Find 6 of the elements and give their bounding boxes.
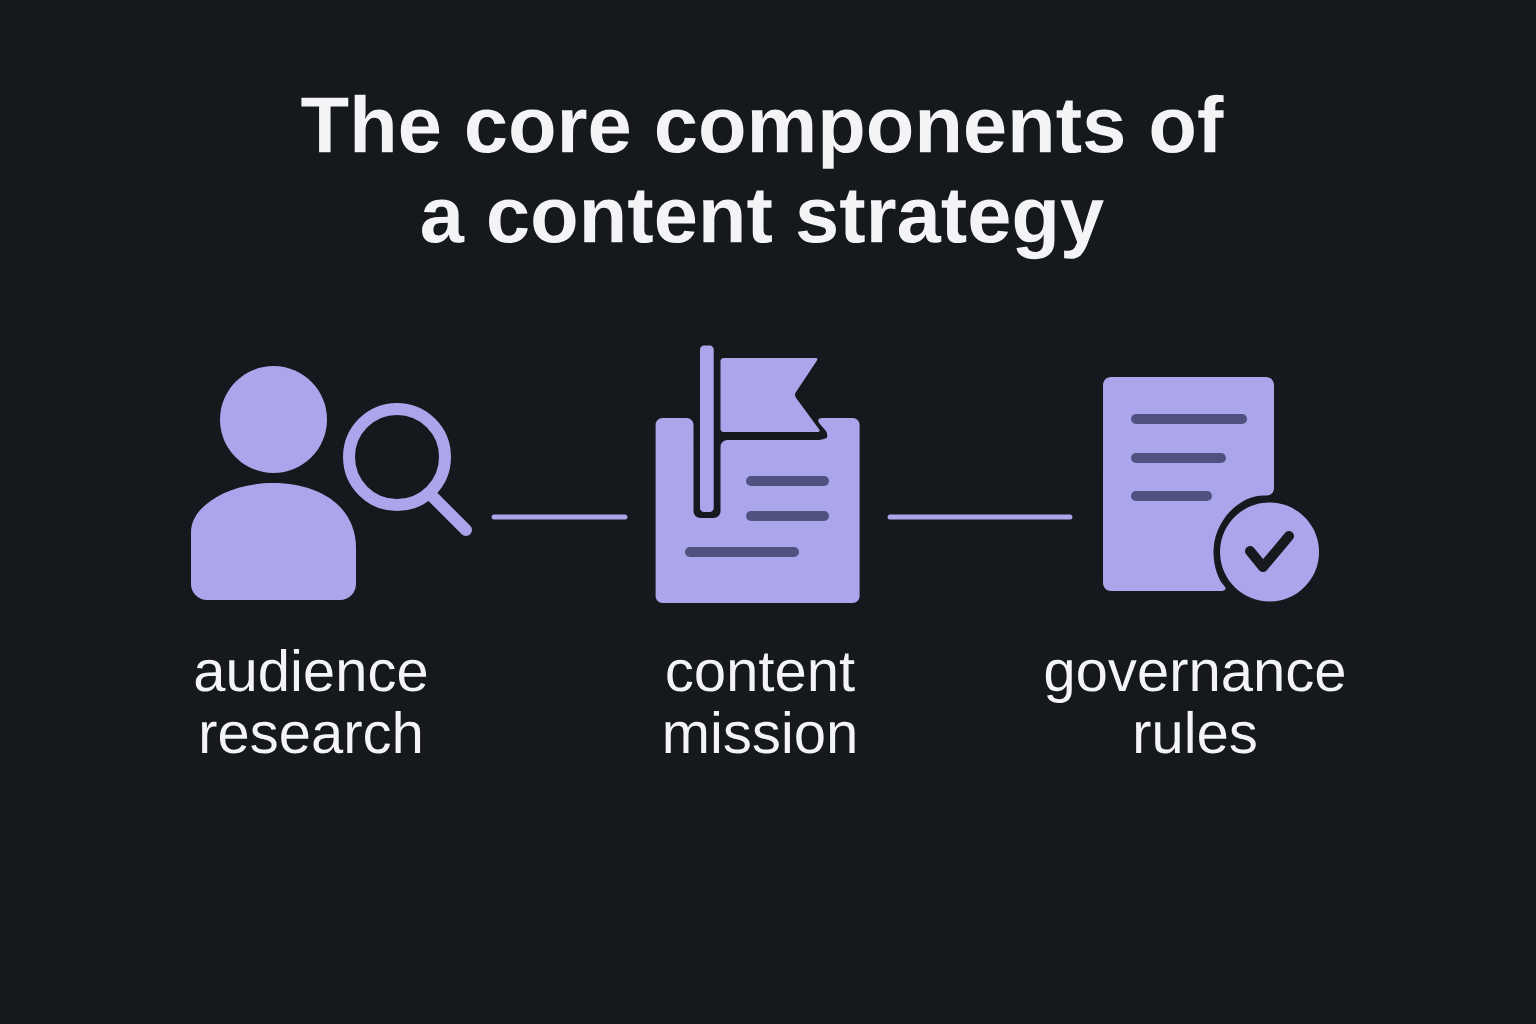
icon-label: content mission	[665, 653, 855, 754]
connector-line	[887, 514, 1073, 520]
icon-label: governance rules	[1045, 659, 1344, 754]
icon-label: audience research	[195, 649, 427, 754]
connector-line	[491, 514, 628, 520]
title: The core components of a content strategy	[301, 94, 1224, 260]
